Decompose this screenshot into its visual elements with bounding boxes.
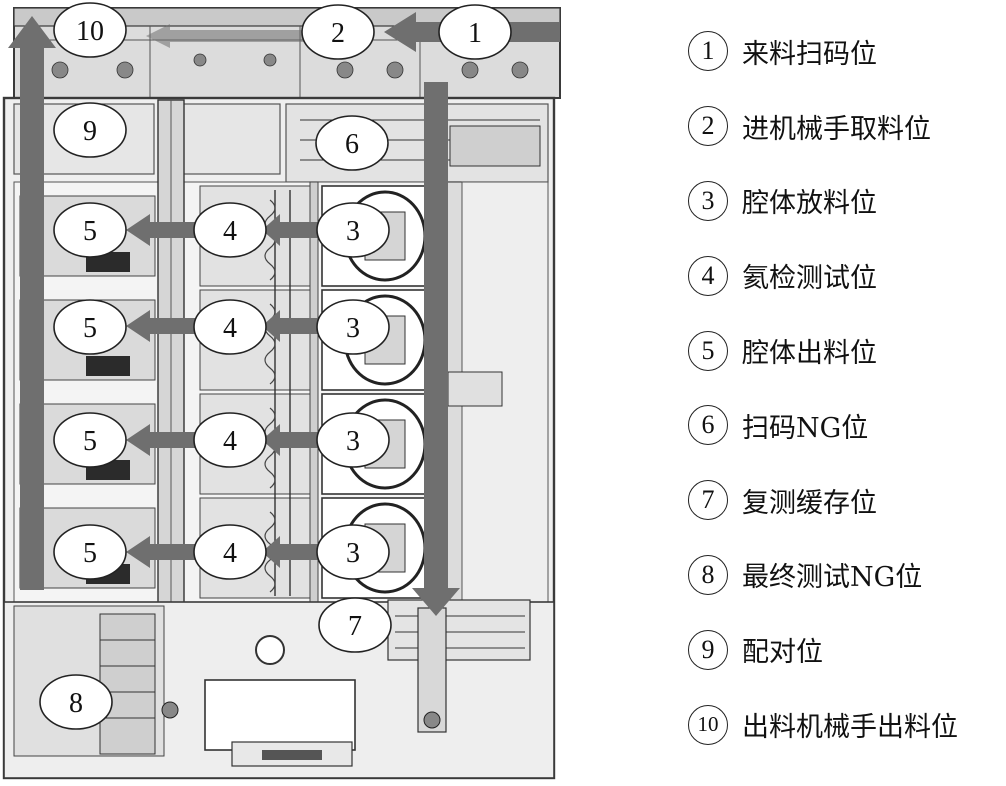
callout-number: 3 <box>346 313 360 344</box>
legend-label: 腔体出料位 <box>742 338 877 370</box>
legend-label: 进机械手取料位 <box>742 113 931 145</box>
legend-number: 8 <box>688 554 728 595</box>
callout-3-3: 3 <box>316 412 390 468</box>
callout-number: 5 <box>83 426 97 457</box>
legend-item-10: 10 出料机械手出料位 <box>688 687 1006 762</box>
legend-number: 4 <box>688 255 728 296</box>
callout-1: 1 <box>438 4 512 60</box>
callout-6: 6 <box>315 115 389 171</box>
row-arrows <box>126 214 322 568</box>
legend-label: 氦检测试位 <box>742 263 877 295</box>
legend-number: 7 <box>688 480 728 521</box>
callout-5-1: 5 <box>53 202 127 258</box>
legend-label: 复测缓存位 <box>742 487 877 519</box>
callout-4-3: 4 <box>193 412 267 468</box>
callout-number: 4 <box>223 313 237 344</box>
legend-number: 6 <box>688 405 728 446</box>
callout-5-3: 5 <box>53 412 127 468</box>
callout-9: 9 <box>53 102 127 158</box>
machine-layout-drawing: 1 2 10 9 6 3 3 3 3 4 4 4 4 5 5 5 5 7 8 <box>2 2 561 780</box>
arrow-feed-down <box>412 82 460 616</box>
callout-3-2: 3 <box>316 299 390 355</box>
callout-number: 3 <box>346 426 360 457</box>
callout-number: 9 <box>83 116 97 147</box>
legend-item-8: 8 最终测试NG位 <box>688 538 1006 613</box>
callout-7: 7 <box>318 597 392 653</box>
legend-label: 扫码NG位 <box>742 412 869 444</box>
legend-number: 5 <box>688 330 728 371</box>
legend-item-2: 2 进机械手取料位 <box>688 89 1006 164</box>
legend-item-4: 4 氦检测试位 <box>688 238 1006 313</box>
legend-label: 来料扫码位 <box>742 38 877 70</box>
callout-3-1: 3 <box>316 202 390 258</box>
callout-number: 8 <box>69 688 83 719</box>
callout-number: 7 <box>348 611 362 642</box>
callout-number: 10 <box>76 16 104 47</box>
callout-8: 8 <box>39 674 113 730</box>
callout-4-2: 4 <box>193 299 267 355</box>
callout-number: 4 <box>223 426 237 457</box>
callouts: 1 2 10 9 6 3 3 3 3 4 4 4 4 5 5 5 5 7 8 <box>39 2 512 730</box>
callout-number: 1 <box>468 18 482 49</box>
legend-label: 出料机械手出料位 <box>742 712 958 744</box>
legend-item-6: 6 扫码NG位 <box>688 388 1006 463</box>
callout-4-4: 4 <box>193 524 267 580</box>
legend-label: 最终测试NG位 <box>742 562 923 594</box>
legend-number: 2 <box>688 106 728 147</box>
callout-number: 5 <box>83 538 97 569</box>
legend-number: 10 <box>688 704 728 745</box>
legend-number: 1 <box>688 31 728 72</box>
callout-number: 4 <box>223 216 237 247</box>
callout-number: 3 <box>346 216 360 247</box>
legend-item-9: 9 配对位 <box>688 612 1006 687</box>
legend-item-5: 5 腔体出料位 <box>688 313 1006 388</box>
legend-label: 配对位 <box>742 637 823 669</box>
callout-4-1: 4 <box>193 202 267 258</box>
callout-number: 2 <box>331 18 345 49</box>
callout-3-4: 3 <box>316 524 390 580</box>
callout-number: 4 <box>223 538 237 569</box>
callout-number: 3 <box>346 538 360 569</box>
callout-number: 5 <box>83 216 97 247</box>
legend-item-3: 3 腔体放料位 <box>688 164 1006 239</box>
legend-number: 9 <box>688 629 728 670</box>
callout-5-4: 5 <box>53 524 127 580</box>
callout-2: 2 <box>301 4 375 60</box>
legend-item-1: 1 来料扫码位 <box>688 14 1006 89</box>
legend-number: 3 <box>688 180 728 221</box>
arrow-transfer-left <box>146 24 330 48</box>
arrow-outfeed-up <box>8 16 56 590</box>
legend-item-7: 7 复测缓存位 <box>688 463 1006 538</box>
flow-arrows <box>8 12 560 616</box>
callout-10: 10 <box>53 2 127 58</box>
callout-5-2: 5 <box>53 299 127 355</box>
callout-number: 6 <box>345 129 359 160</box>
legend-label: 腔体放料位 <box>742 188 877 220</box>
callout-number: 5 <box>83 313 97 344</box>
